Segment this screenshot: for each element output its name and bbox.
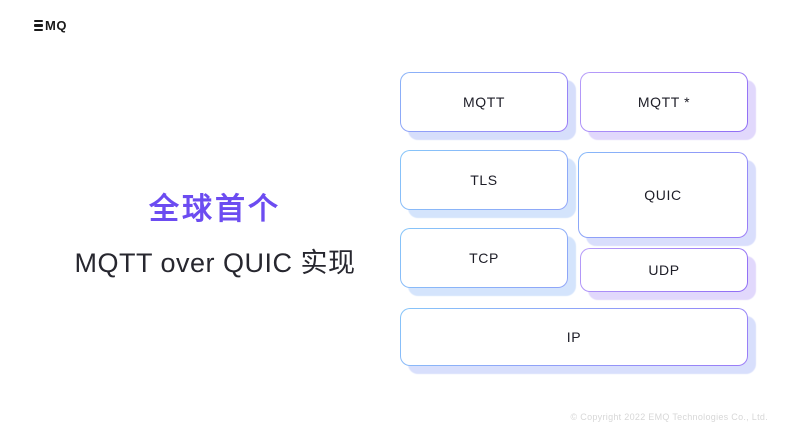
emq-logo: MQ <box>34 18 67 33</box>
headline: 全球首个 MQTT over QUIC 实现 <box>60 184 370 280</box>
protocol-box-udp: UDP <box>580 248 748 292</box>
protocol-box-label: MQTT <box>462 94 506 110</box>
emq-logo-icon <box>34 19 43 32</box>
protocol-box-tls: TLS <box>400 150 568 210</box>
protocol-box-label: TCP <box>469 250 499 266</box>
protocol-box-label: TLS <box>470 172 498 188</box>
headline-line2: MQTT over QUIC 实现 <box>74 248 356 278</box>
protocol-box-mqtt-star: MQTT * <box>580 72 748 132</box>
protocol-box-tcp: TCP <box>400 228 568 288</box>
copyright-text: © Copyright 2022 EMQ Technologies Co., L… <box>570 412 768 422</box>
emq-logo-text: MQ <box>45 18 67 33</box>
headline-line1: 全球首个 <box>149 193 281 226</box>
protocol-box-label: UDP <box>648 262 680 278</box>
protocol-box-label: QUIC <box>644 187 682 203</box>
protocol-box-quic: QUIC <box>578 152 748 238</box>
protocol-box-ip: IP <box>400 308 748 366</box>
protocol-box-mqtt: MQTT <box>400 72 568 132</box>
protocol-box-label: MQTT * <box>637 94 691 110</box>
protocol-box-label: IP <box>566 329 582 345</box>
